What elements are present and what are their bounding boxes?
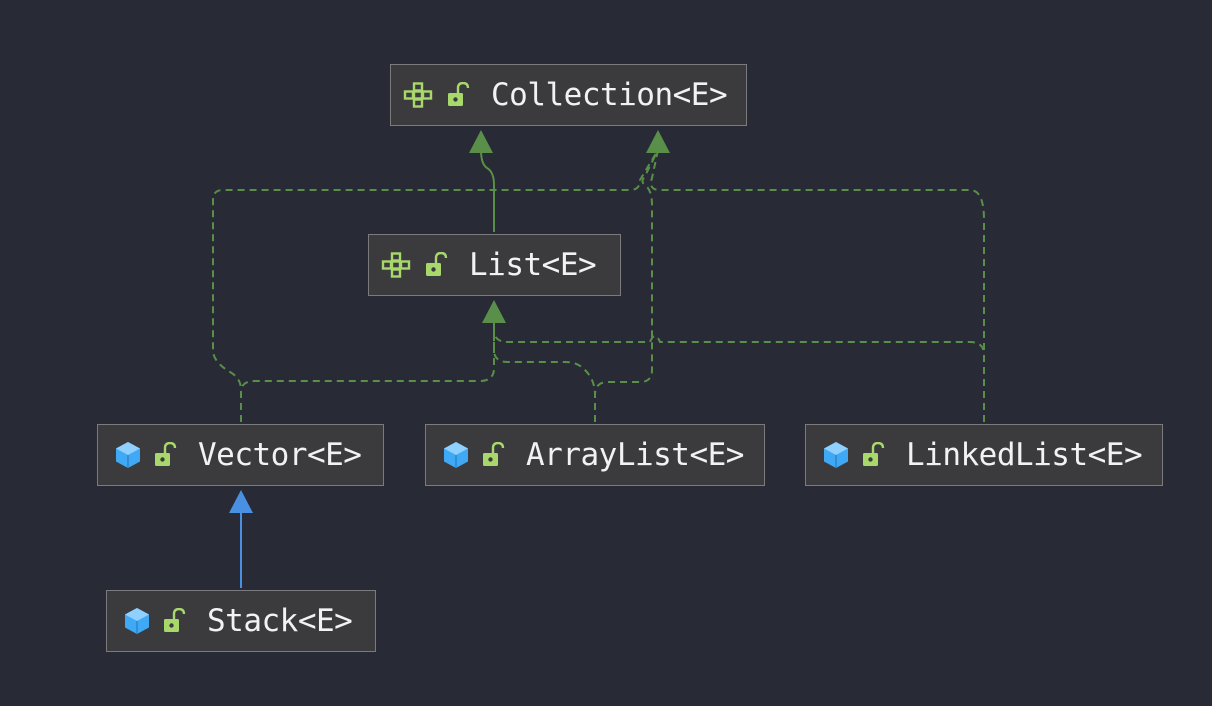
class-icon xyxy=(438,442,474,468)
edge-arraylist-implements-collection xyxy=(594,149,659,422)
node-label: List<E> xyxy=(469,247,597,283)
public-lock-icon xyxy=(445,82,471,108)
public-lock-icon xyxy=(860,442,886,468)
class-icon xyxy=(110,442,146,468)
public-lock-icon xyxy=(161,608,187,634)
node-label: Vector<E> xyxy=(198,437,362,473)
node-vector[interactable]: Vector<E> xyxy=(97,424,384,486)
class-icon xyxy=(818,442,854,468)
node-list[interactable]: List<E> xyxy=(368,234,621,296)
node-stack[interactable]: Stack<E> xyxy=(106,590,376,652)
node-collection[interactable]: Collection<E> xyxy=(390,64,747,126)
interface-icon xyxy=(381,252,417,278)
arrowhead-list-implements xyxy=(482,300,506,323)
edge-vector-implements-list xyxy=(240,320,495,422)
public-lock-icon xyxy=(480,442,506,468)
node-linkedlist[interactable]: LinkedList<E> xyxy=(805,424,1163,486)
arrowhead-vector-extends xyxy=(229,490,253,513)
edge-vector-implements-collection xyxy=(212,149,659,422)
arrowhead-collection-extends xyxy=(469,130,493,153)
class-icon xyxy=(119,608,155,634)
edge-arraylist-implements-list xyxy=(493,320,596,422)
node-label: Stack<E> xyxy=(207,603,353,639)
node-label: ArrayList<E> xyxy=(526,437,744,473)
edge-list-extends-collection xyxy=(480,149,495,232)
edge-linkedlist-implements-list xyxy=(493,320,985,422)
node-label: LinkedList<E> xyxy=(906,437,1143,473)
interface-icon xyxy=(403,82,439,108)
node-arraylist[interactable]: ArrayList<E> xyxy=(425,424,765,486)
public-lock-icon xyxy=(152,442,178,468)
arrowhead-collection-implements xyxy=(646,130,670,153)
edge-linkedlist-implements-collection xyxy=(650,149,985,422)
public-lock-icon xyxy=(423,252,449,278)
node-label: Collection<E> xyxy=(491,77,728,113)
